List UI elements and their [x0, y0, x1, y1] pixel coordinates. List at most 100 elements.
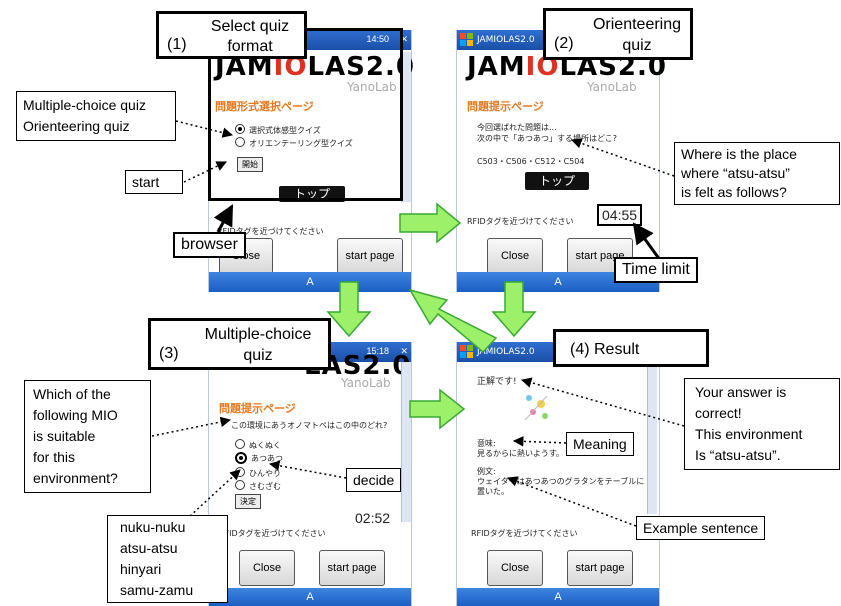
- decide-button[interactable]: 決定: [235, 494, 261, 509]
- leader-where: [571, 138, 675, 177]
- status-time: 14:50: [366, 34, 389, 44]
- leader-start: [183, 161, 227, 183]
- label-where: Where is the place where “atsu-atsu” is …: [674, 142, 840, 205]
- countdown-timer: 04:55: [597, 204, 643, 226]
- windows-flag-icon: [460, 345, 473, 358]
- option-label-orienteering: オリエンテーリング型クイズ: [249, 139, 353, 148]
- title-box-select-format: (1) Select quiz format: [156, 11, 307, 59]
- example-text-line-2: 置いた。: [477, 487, 509, 496]
- leader-quiz-types: [175, 120, 234, 138]
- label-meaning: Meaning: [566, 432, 634, 456]
- flow-arrow-2-to-4: [491, 281, 537, 338]
- page-heading: 問題提示ページ: [219, 402, 296, 415]
- step-number: (3): [159, 345, 179, 362]
- close-button[interactable]: Close: [487, 238, 543, 274]
- title-line-2: quiz: [622, 37, 652, 54]
- window-title: JAMIOLAS2.0: [477, 35, 535, 45]
- start-page-button[interactable]: start page: [319, 550, 385, 586]
- step-number: (2): [554, 35, 574, 52]
- status-time: 15:18: [366, 346, 389, 356]
- meaning-label: 意味:: [477, 439, 496, 448]
- choice-atsu-atsu: あつあつ: [251, 454, 283, 463]
- label-example-sentence: Example sentence: [636, 516, 766, 540]
- title-line-1: Select quiz: [210, 18, 290, 35]
- title-text: (4) Result: [570, 341, 640, 358]
- step-number: (1): [167, 36, 187, 53]
- yanolab-label: YanoLab: [341, 376, 391, 390]
- option-label-multiple-choice: 選択式体感型クイズ: [249, 126, 321, 135]
- room-list: C503・C506・C512・C504: [477, 157, 585, 166]
- close-icon[interactable]: ✕: [400, 34, 408, 44]
- bottom-menu-bar[interactable]: A: [209, 588, 411, 606]
- choice-samu-zamu: さむざむ: [249, 482, 281, 491]
- yanolab-label: YanoLab: [347, 80, 397, 94]
- meaning-text: 見るからに熱いようす。: [477, 449, 565, 458]
- leader-decide: [268, 460, 347, 479]
- rfid-hint: RFIDタグを近づけてください: [467, 217, 574, 226]
- close-button[interactable]: Close: [239, 550, 295, 586]
- page-heading: 問題提示ページ: [467, 100, 544, 113]
- phone-screen-result: JAMIOLAS2.0 正解です! 意味: 見るからに熱いようす。 例文: ウェ…: [456, 342, 660, 606]
- phone-screen-select-format: 14:50 ✕ JAMIOLAS2.0 YanoLab 問題形式選択ページ 選択…: [208, 30, 414, 292]
- rfid-hint: RFIDタグを近づけてください: [219, 529, 326, 538]
- label-time-limit: Time limit: [614, 257, 698, 283]
- title-box-result: (4) Result: [553, 329, 709, 367]
- rfid-hint: RFIDタグを近づけてください: [471, 529, 578, 538]
- scrollbar[interactable]: [647, 364, 657, 514]
- start-button[interactable]: 開始: [237, 157, 263, 172]
- title-box-multiple-choice: (3) Multiple-choice quiz: [148, 318, 331, 370]
- radio-orienteering[interactable]: [235, 137, 245, 147]
- window-title: JAMIOLAS2.0: [477, 347, 535, 357]
- title-line-1: Multiple-choice: [204, 326, 312, 343]
- correct-message: 正解です!: [477, 377, 517, 387]
- example-text-line-1: ウェイターはあつあつのグラタンをテーブルに: [477, 477, 645, 486]
- title-line-2: quiz: [243, 347, 273, 364]
- radio-atsu-atsu[interactable]: [235, 452, 247, 464]
- leader-answer: [520, 377, 685, 427]
- windows-flag-icon: [460, 33, 473, 46]
- scrollbar[interactable]: [401, 362, 411, 522]
- leader-meaning: [512, 436, 567, 447]
- choice-hinyari: ひんやり: [249, 469, 281, 478]
- bottom-menu-bar[interactable]: A: [457, 588, 659, 606]
- rfid-hint: RFIDタグを近づけてください: [217, 227, 324, 236]
- leader-browser: [213, 204, 234, 233]
- close-button[interactable]: Close: [487, 550, 543, 586]
- top-button[interactable]: トップ: [525, 172, 589, 190]
- title-line-2: format: [227, 38, 273, 55]
- label-which-mio: Which of the following MIO is suitable f…: [24, 380, 151, 493]
- countdown-timer: 02:52: [355, 510, 391, 526]
- flow-arrow-4-to-1: [408, 288, 498, 354]
- label-browser: browser: [173, 232, 246, 258]
- radio-nuku-nuku[interactable]: [235, 439, 245, 449]
- title-box-orienteering: (2) Orienteering quiz: [543, 8, 693, 60]
- question-line-2: 次の中で「あつあつ」する場所はどこ?: [477, 134, 618, 143]
- yanolab-label: YanoLab: [587, 80, 637, 94]
- start-page-button[interactable]: start page: [337, 238, 403, 274]
- start-page-button[interactable]: start page: [567, 550, 633, 586]
- question-text: この環境にあうオノマトペはこの中のどれ?: [231, 421, 388, 430]
- bottom-menu-bar[interactable]: A: [209, 272, 411, 292]
- flow-arrow-3-to-4: [409, 388, 466, 430]
- question-line-1: 今回選ばれた問題は...: [477, 123, 557, 132]
- leader-example: [507, 476, 637, 527]
- label-quiz-types: Multiple-choice quiz Orienteering quiz: [16, 91, 176, 141]
- label-onomatopoeia: nuku-nuku atsu-atsu hinyari samu-zamu: [107, 515, 228, 603]
- label-decide: decide: [346, 468, 402, 492]
- title-line-1: Orienteering: [592, 16, 682, 33]
- choice-nuku-nuku: ぬくぬく: [249, 441, 281, 450]
- example-label: 例文:: [477, 467, 496, 476]
- leader-time-limit: [632, 222, 662, 261]
- radio-multiple-choice[interactable]: [235, 124, 245, 134]
- leader-onomatopoeia: [189, 469, 241, 517]
- close-icon[interactable]: ✕: [400, 346, 408, 356]
- leader-which: [151, 416, 232, 437]
- flow-arrow-1-to-2: [399, 202, 462, 244]
- label-answer: Your answer is correct! This environment…: [684, 378, 840, 470]
- celebration-image: [517, 390, 557, 426]
- label-start: start: [125, 170, 183, 194]
- page-heading: 問題形式選択ページ: [215, 100, 314, 113]
- flow-arrow-1-to-3: [326, 281, 372, 338]
- radio-samu-zamu[interactable]: [235, 480, 245, 490]
